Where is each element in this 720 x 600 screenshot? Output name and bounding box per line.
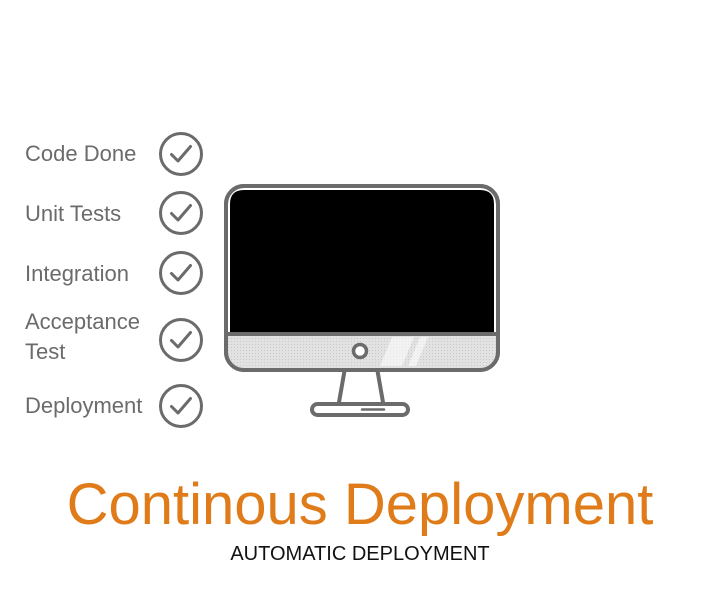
page-title: Continous Deployment [66, 472, 654, 537]
step-label-acceptance: Acceptance [25, 309, 140, 334]
step-label-integration: Integration [25, 261, 129, 286]
pipeline-steps: Code Done Unit Tests Integration Accepta… [0, 0, 220, 460]
check-circle-icon [159, 318, 203, 362]
check-circle-icon [159, 132, 203, 176]
step-label-code-done: Code Done [25, 141, 137, 166]
page-subtitle: AUTOMATIC DEPLOYMENT [230, 543, 490, 565]
power-button-icon [351, 342, 369, 360]
step-label-unit-tests: Unit Tests [25, 201, 122, 226]
check-circle-icon [159, 384, 203, 428]
desktop-monitor-icon [224, 184, 500, 417]
check-circle-icon [159, 191, 203, 235]
monitor-screen [230, 190, 494, 334]
step-label-test: Test [25, 339, 66, 364]
step-label-deployment: Deployment [25, 393, 143, 418]
check-circle-icon [159, 251, 203, 295]
monitor-base [310, 402, 410, 417]
